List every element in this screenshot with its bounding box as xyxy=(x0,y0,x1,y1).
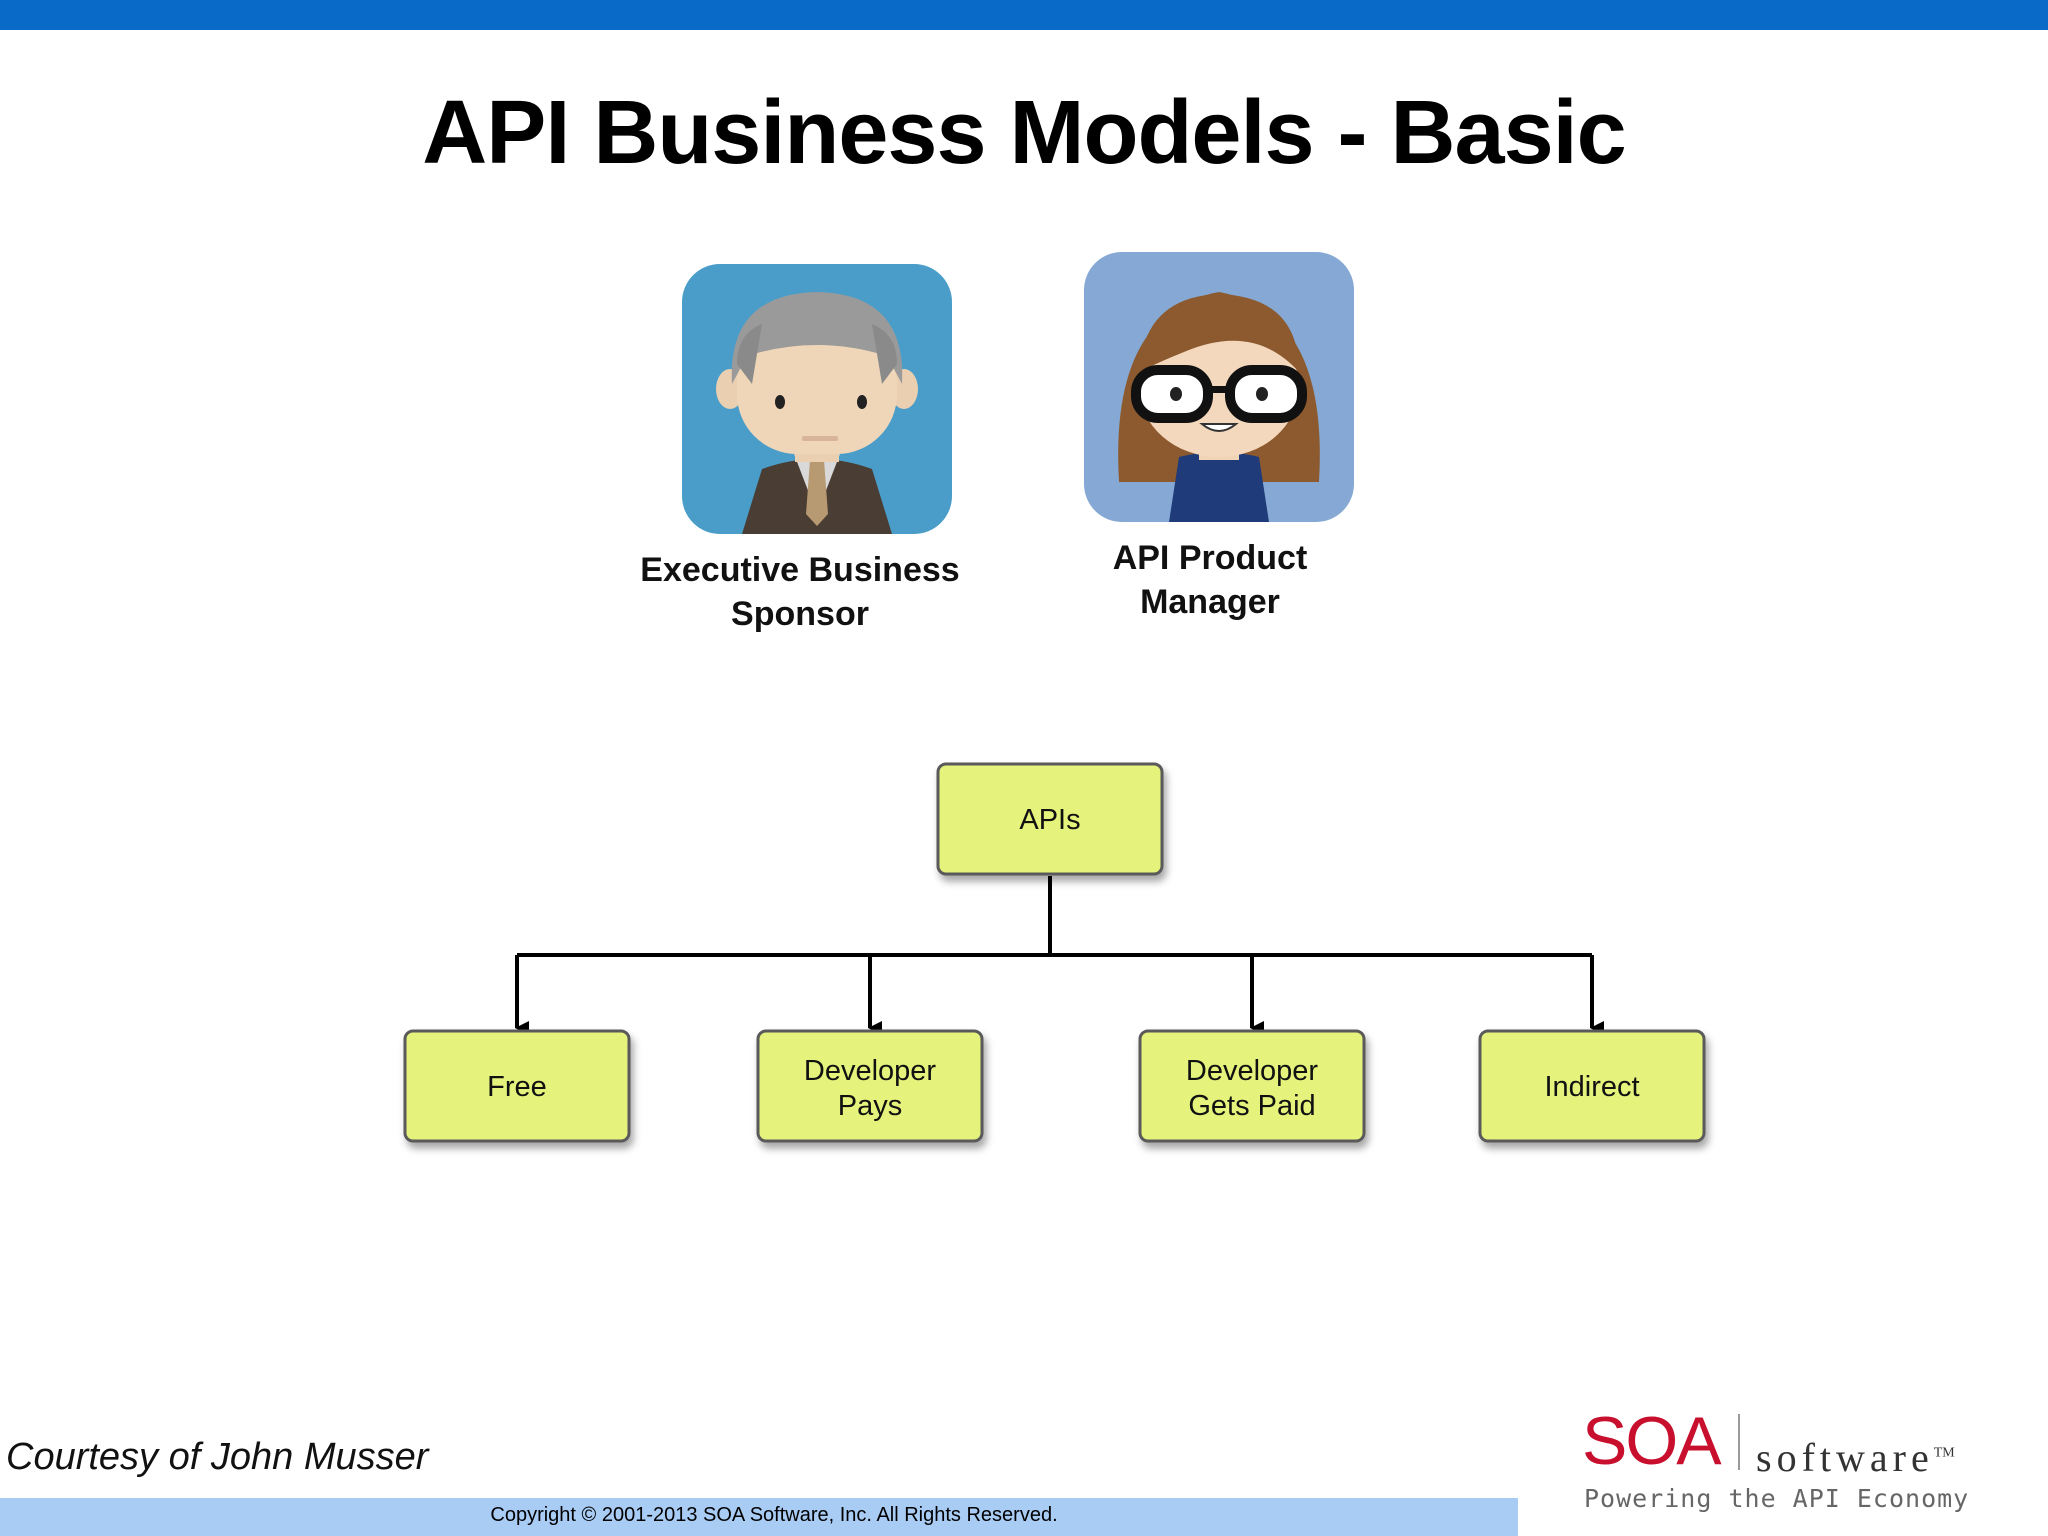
node-apis: APIs xyxy=(936,762,1164,876)
businessman-avatar-icon xyxy=(682,264,952,534)
soa-software-logo: SOA softwareTM Powering the API Economy xyxy=(1578,1406,1998,1516)
persona-product-manager-label: API Product Manager xyxy=(1000,536,1420,624)
node-developer-gets-paid-label-line2: Gets Paid xyxy=(1188,1090,1315,1122)
slide-title: API Business Models - Basic xyxy=(422,83,1626,183)
node-free: Free xyxy=(403,1029,631,1143)
footer-bar xyxy=(0,1498,1518,1536)
logo-word-text: software xyxy=(1756,1435,1934,1480)
persona-product-manager xyxy=(1084,252,1354,522)
persona-executive xyxy=(682,264,952,534)
logo-divider xyxy=(1738,1414,1740,1470)
node-developer-pays-label-line1: Developer xyxy=(804,1055,937,1087)
node-developer-gets-paid: Developer Gets Paid xyxy=(1138,1029,1366,1143)
persona-executive-label-line1: Executive Business xyxy=(640,551,960,589)
node-developer-pays-label-line2: Pays xyxy=(838,1090,902,1122)
node-apis-label: APIs xyxy=(1019,804,1080,836)
persona-executive-label-line2: Sponsor xyxy=(731,595,869,633)
persona-product-manager-label-line1: API Product xyxy=(1112,539,1308,577)
copyright-notice: Copyright © 2001-2013 SOA Software, Inc.… xyxy=(490,1504,1058,1526)
node-free-label: Free xyxy=(487,1071,547,1103)
logo-brand: SOA xyxy=(1582,1403,1722,1479)
persona-product-manager-label-line2: Manager xyxy=(1140,583,1280,621)
node-indirect: Indirect xyxy=(1478,1029,1706,1143)
node-developer-gets-paid-label-line1: Developer xyxy=(1186,1055,1319,1087)
node-developer-pays: Developer Pays xyxy=(756,1029,984,1143)
courtesy-credit: Courtesy of John Musser xyxy=(6,1436,429,1478)
logo-word: softwareTM xyxy=(1756,1434,1955,1481)
logo-tagline: Powering the API Economy xyxy=(1584,1484,1970,1513)
logo-trademark: TM xyxy=(1933,1445,1955,1461)
persona-executive-label: Executive Business Sponsor xyxy=(590,548,1010,636)
node-indirect-label: Indirect xyxy=(1544,1071,1639,1103)
top-accent-bar xyxy=(0,0,2048,30)
woman-with-glasses-avatar-icon xyxy=(1084,252,1354,522)
